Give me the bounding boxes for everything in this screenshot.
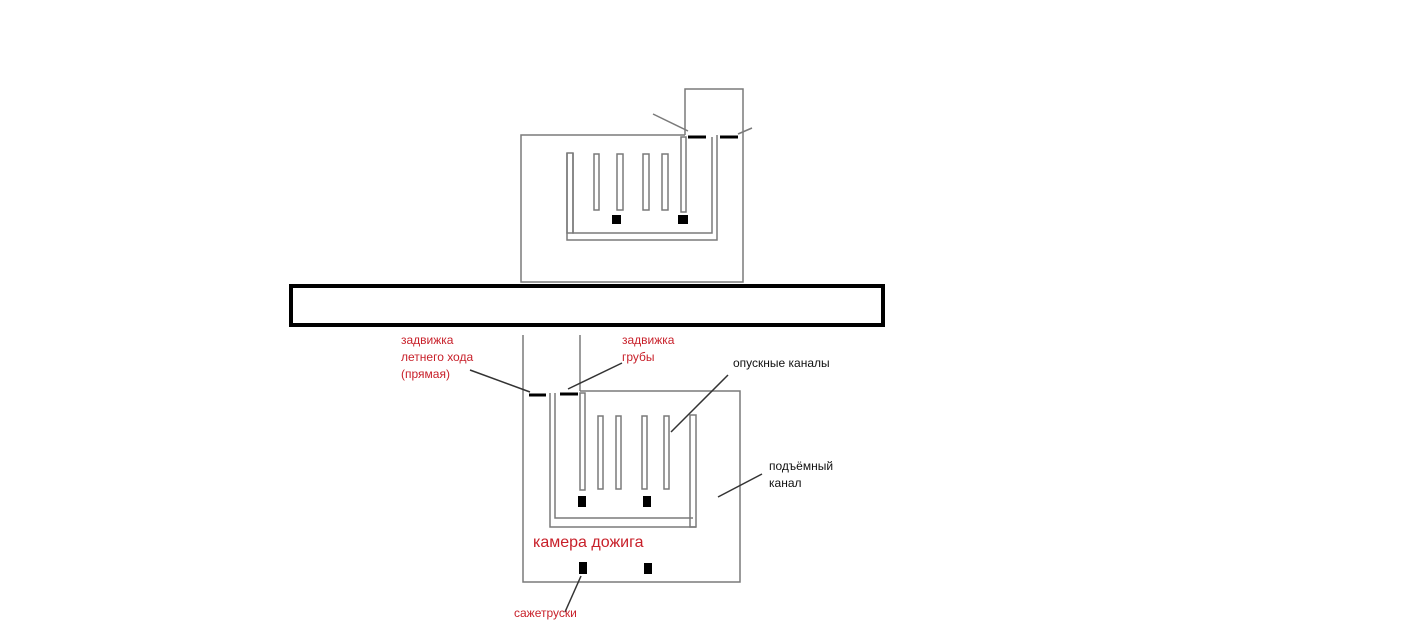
label-line: задвижка <box>401 333 454 347</box>
top-channel-outer <box>566 135 718 241</box>
bottom-channel-bar <box>597 415 604 490</box>
label-line: подъёмный <box>769 459 834 473</box>
top-channel-bar <box>566 152 574 234</box>
bottom-channel-bar <box>579 392 586 491</box>
top-channel-bar <box>616 153 624 211</box>
top-pointer-line <box>652 113 689 132</box>
pointer-flue-damper <box>567 362 623 390</box>
label-up-channel: подъёмный канал <box>769 458 833 492</box>
label-line: (прямая) <box>401 367 450 381</box>
bottom-channel-bar <box>615 415 622 490</box>
pointer-summer-damper <box>469 369 531 393</box>
pointer-down-channels <box>670 374 729 433</box>
bottom-channel-bar <box>641 415 648 490</box>
top-channel-bar <box>642 153 650 211</box>
top-channel-bar <box>680 136 687 213</box>
bottom-soot-door <box>578 496 586 507</box>
top-outer-wall <box>520 88 744 283</box>
top-soot-door <box>612 215 621 224</box>
bottom-channel-inner <box>554 393 693 519</box>
label-down-channels: опускные каналы <box>733 356 830 370</box>
label-afterburn-chamber: камера дожига <box>533 534 644 551</box>
label-summer-damper: задвижка летнего хода (прямая) <box>401 332 473 383</box>
bottom-soot-door <box>643 496 651 507</box>
bottom-channel-bar <box>689 414 697 528</box>
bottom-channel-outer <box>549 393 696 528</box>
bottom-soot-door <box>644 563 652 574</box>
floor-slab <box>289 284 885 327</box>
top-channel-bar <box>661 153 669 211</box>
label-line: канал <box>769 476 802 490</box>
label-soot-doors: сажетруски <box>514 606 577 620</box>
top-view-stove <box>520 88 753 283</box>
label-line: грубы <box>622 350 655 364</box>
top-channel-bar <box>593 153 600 211</box>
label-line: задвижка <box>622 333 675 347</box>
bottom-outer-wall <box>522 335 741 583</box>
top-pointer-line <box>737 127 753 135</box>
pointer-soot-doors <box>564 575 582 613</box>
pointer-up-channel <box>717 473 763 498</box>
top-soot-door <box>678 215 688 224</box>
label-line: летнего хода <box>401 350 474 364</box>
label-flue-damper: задвижка грубы <box>622 332 674 366</box>
bottom-view-stove <box>469 335 763 613</box>
bottom-soot-door <box>579 562 587 574</box>
bottom-channel-bar <box>663 415 670 490</box>
